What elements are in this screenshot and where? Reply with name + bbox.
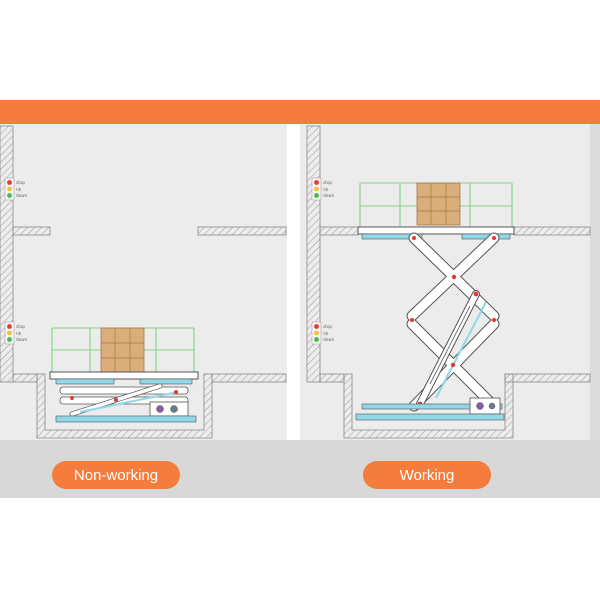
down-label: down: [323, 193, 335, 198]
platform-rail: [361, 233, 423, 240]
ground-floor: [12, 373, 38, 383]
stop-light-icon: [7, 180, 12, 185]
upper-floor-slab: [197, 226, 287, 236]
signal-panel-lower: stop up down: [311, 321, 335, 345]
upper-floor-slab: [513, 226, 591, 236]
upper-floor-slab: [12, 226, 51, 236]
cargo-cartons: [100, 327, 145, 373]
stop-label: stop: [16, 324, 25, 329]
lift-platform: [49, 371, 199, 380]
down-light-icon: [7, 193, 12, 198]
ground-floor: [504, 373, 591, 383]
stop-light-icon: [314, 324, 319, 329]
up-light-icon: [314, 186, 319, 192]
stop-light-icon: [314, 180, 319, 185]
down-light-icon: [7, 337, 12, 342]
signal-panel-upper: stop up down: [311, 177, 335, 201]
scissor-mechanism-raised: [355, 232, 505, 421]
signal-panel-lower: stop up down: [4, 321, 28, 345]
down-light-icon: [314, 337, 319, 342]
stop-label: stop: [323, 180, 332, 185]
side-band: [590, 124, 600, 440]
pit: [343, 373, 514, 439]
signal-panel-upper: stop up down: [4, 177, 28, 201]
upper-floor-slab: [319, 226, 359, 236]
up-light-icon: [7, 330, 12, 336]
ground-floor: [319, 373, 345, 383]
label-working: Working: [363, 461, 491, 489]
up-label: up: [16, 331, 22, 336]
up-label: up: [16, 187, 22, 192]
ground-floor: [211, 373, 287, 383]
stop-label: stop: [16, 180, 25, 185]
up-label: up: [323, 187, 329, 192]
up-light-icon: [7, 186, 12, 192]
up-light-icon: [314, 330, 319, 336]
down-label: down: [323, 337, 335, 342]
down-light-icon: [314, 193, 319, 198]
label-non-working: Non-working: [52, 461, 180, 489]
down-label: down: [16, 193, 28, 198]
scissor-mechanism-lowered: [55, 378, 197, 423]
down-label: down: [16, 337, 28, 342]
lift-platform: [357, 226, 515, 235]
panel-non-working: stop up down stop up down: [0, 124, 287, 440]
header-band: [0, 100, 600, 124]
panel-working: stop up down stop up down: [300, 124, 600, 440]
cargo-cartons: [416, 182, 461, 226]
up-label: up: [323, 331, 329, 336]
pit: [36, 373, 213, 439]
stop-light-icon: [7, 324, 12, 329]
stop-label: stop: [323, 324, 332, 329]
